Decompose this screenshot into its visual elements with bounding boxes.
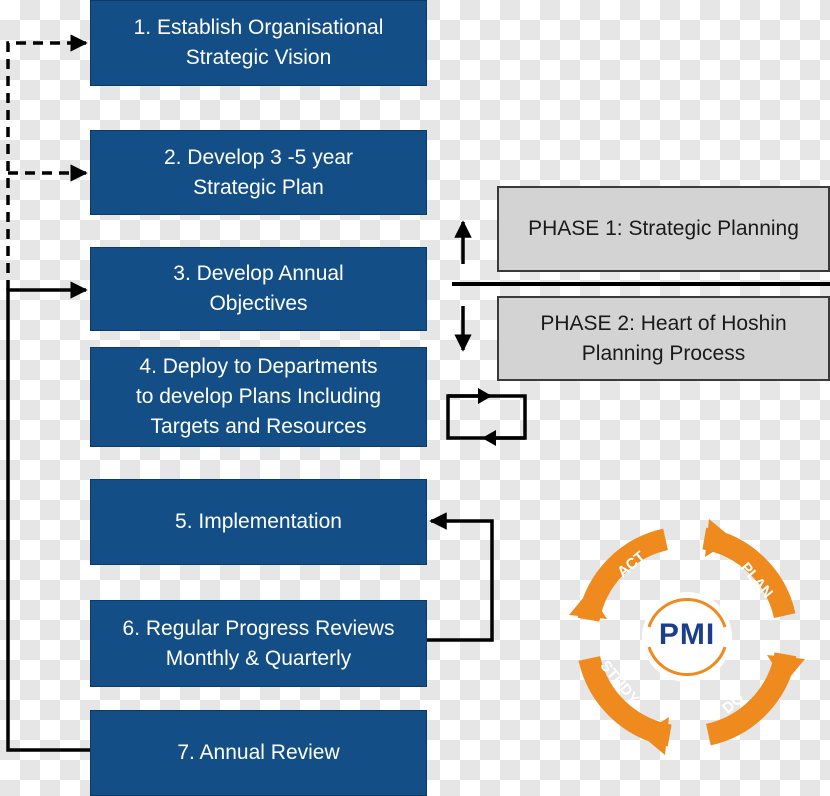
step-4-line-2: to develop Plans Including [135, 385, 382, 408]
step-3-box: 3. Develop Annual Objectives [90, 247, 427, 331]
phase-2-box: PHASE 2: Heart of Hoshin Planning Proces… [497, 296, 830, 381]
step-1-line-2: Strategic Vision [185, 46, 332, 69]
phase-2-line-1: PHASE 2: Heart of Hoshin [540, 311, 787, 335]
step-6-box: 6. Regular Progress Reviews Monthly & Qu… [90, 600, 427, 687]
step-6-line-2: Monthly & Quarterly [165, 646, 352, 670]
step-5-box: 5. Implementation [90, 479, 427, 565]
step-3-line-2: Objectives [209, 292, 308, 315]
step-2-box: 2. Develop 3 -5 year Strategic Plan [90, 130, 427, 215]
step-2-line-1: 2. Develop 3 -5 year [163, 145, 354, 169]
step-5-line-1: 5. Implementation [175, 510, 342, 533]
step-7-line-1: 7. Annual Review [177, 741, 340, 764]
step-1-box: 1. Establish Organisational Strategic Vi… [90, 0, 427, 86]
step-6-line-1: 6. Regular Progress Reviews [122, 616, 395, 640]
pmi-logo-text: PMI [658, 618, 716, 651]
step-4-line-1: 4. Deploy to Departments [139, 355, 378, 378]
phase-2-line-2: Planning Process [581, 341, 746, 365]
step-4-line-3: Targets and Resources [150, 415, 367, 438]
step-2-line-2: Strategic Plan [193, 175, 324, 199]
phase-1-box: PHASE 1: Strategic Planning [497, 186, 830, 272]
annual-review-loop-arrow [6, 281, 90, 752]
step-7-box: 7. Annual Review [90, 710, 427, 796]
step-1-line-1: 1. Establish Organisational [133, 16, 384, 39]
cycle-loop-icon [446, 388, 527, 446]
review-to-implementation-arrow [427, 512, 494, 642]
step-4-box: 4. Deploy to Departments to develop Plan… [90, 347, 427, 447]
dashed-feedback-connector [6, 34, 88, 290]
phase-1-label: PHASE 1: Strategic Planning [528, 217, 799, 240]
step-3-line-1: 3. Develop Annual [173, 262, 344, 285]
